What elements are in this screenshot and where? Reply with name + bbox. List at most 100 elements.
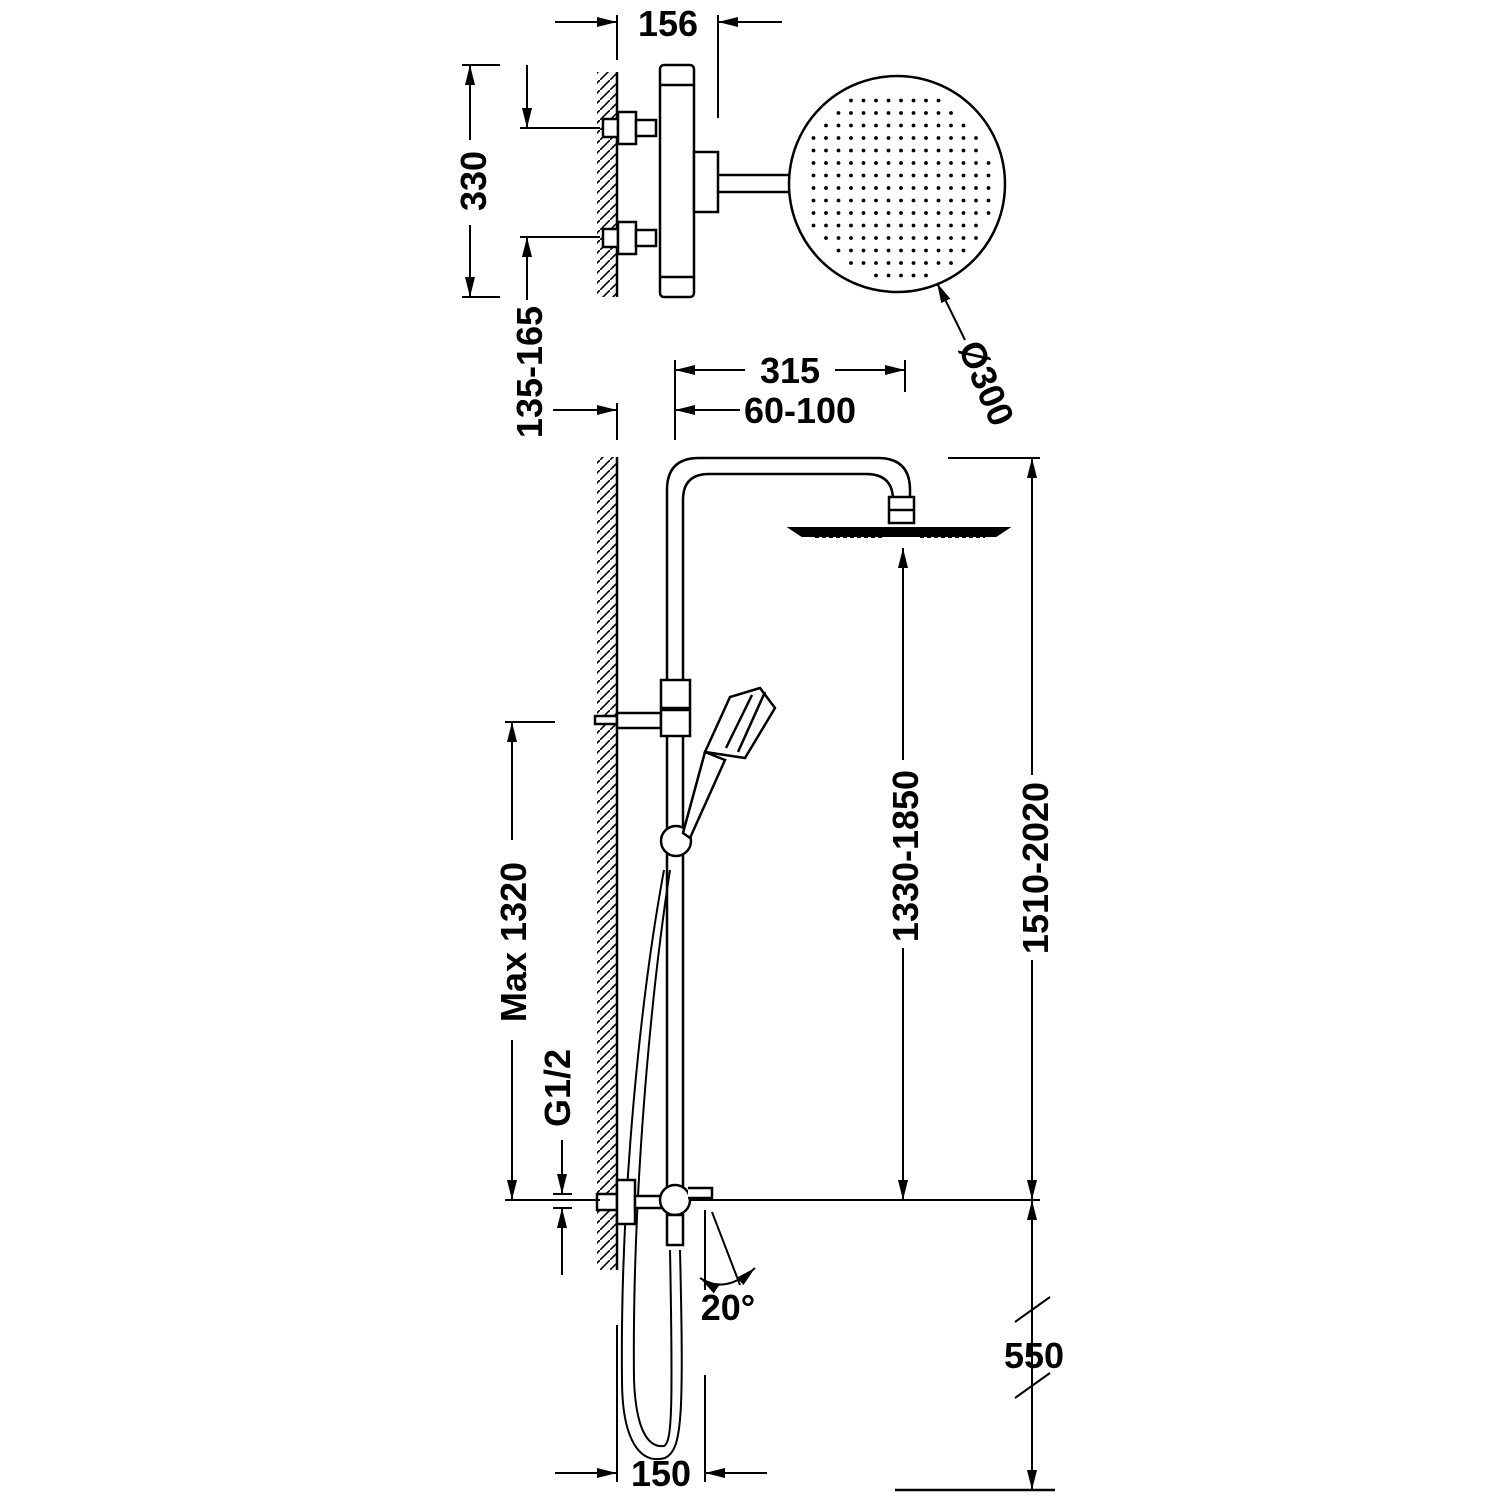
nozzle-dot	[824, 198, 828, 203]
top-shower-nozzles	[811, 98, 991, 278]
nozzle-dot	[874, 173, 878, 178]
nozzle-dot	[861, 173, 866, 178]
column-pipe	[665, 456, 912, 1190]
nozzle-dot	[911, 273, 916, 278]
nozzle-dot	[861, 98, 866, 103]
nozzle-dot	[811, 186, 816, 190]
top-wall	[597, 72, 619, 297]
nozzle-dot	[849, 123, 853, 128]
nozzle-dot	[899, 261, 903, 265]
nozzle-dot	[961, 123, 966, 128]
nozzle-dot	[949, 186, 953, 190]
nozzle-dot	[974, 148, 978, 153]
nozzle-dot	[949, 223, 953, 228]
dim-head-diameter-label: Ø300	[950, 335, 1022, 432]
nozzle-dot	[824, 136, 828, 140]
nozzle-dot	[824, 148, 828, 153]
nozzle-dot	[886, 186, 891, 190]
nozzle-dot	[936, 198, 941, 203]
nozzle-dot	[924, 161, 928, 165]
nozzle-dot	[949, 211, 953, 215]
nozzle-dot	[836, 111, 841, 115]
nozzle-dot	[899, 123, 903, 128]
nozzle-dot	[811, 161, 816, 165]
nozzle-dot	[861, 123, 866, 128]
nozzle-dot	[974, 161, 978, 165]
nozzle-dot	[849, 173, 853, 178]
nozzle-dot	[911, 148, 916, 153]
nozzle-dot	[911, 236, 916, 240]
nozzle-dot	[849, 248, 853, 253]
nozzle-dot	[911, 98, 916, 103]
nozzle-dot	[886, 273, 891, 278]
nozzle-dot	[924, 123, 928, 128]
nozzle-dot	[986, 186, 991, 190]
nozzle-dot	[836, 211, 841, 215]
nozzle-dot	[936, 161, 941, 165]
nozzle-dot	[886, 236, 891, 240]
dim-bottom-width-label: 150	[631, 1453, 691, 1494]
nozzle-dot	[886, 223, 891, 228]
nozzle-dot	[899, 273, 903, 278]
nozzle-dot	[836, 123, 841, 128]
nozzle-dot	[824, 186, 828, 190]
nozzle-dot	[986, 173, 991, 178]
nozzle-dot	[974, 198, 978, 203]
nozzle-dot	[949, 148, 953, 153]
nozzle-dot	[986, 211, 991, 215]
nozzle-dot	[824, 123, 828, 128]
nozzle-dot	[849, 198, 853, 203]
nozzle-dot	[924, 261, 928, 265]
side-shower-head	[786, 527, 1012, 538]
nozzle-dot	[911, 123, 916, 128]
nozzle-dot	[936, 123, 941, 128]
nozzle-dot	[974, 211, 978, 215]
dim-head-diameter-leader	[936, 282, 966, 341]
nozzle-dot	[924, 211, 928, 215]
nozzle-dot	[949, 261, 953, 265]
nozzle-dot	[811, 211, 816, 215]
dim-total-height-label: 1510-2020	[1015, 782, 1056, 954]
nozzle-dot	[974, 236, 978, 240]
nozzle-dot	[861, 261, 866, 265]
nozzle-dot	[949, 136, 953, 140]
nozzle-dot	[836, 161, 841, 165]
nozzle-dot	[861, 186, 866, 190]
nozzle-dot	[824, 223, 828, 228]
nozzle-dot	[836, 223, 841, 228]
nozzle-dot	[811, 136, 816, 140]
nozzle-dot	[886, 211, 891, 215]
nozzle-dot	[874, 198, 878, 203]
dim-top-height	[462, 64, 500, 298]
nozzle-dot	[961, 136, 966, 140]
nozzle-dot	[961, 248, 966, 253]
top-shower-head	[787, 74, 1007, 294]
nozzle-dot	[974, 173, 978, 178]
dim-lower-height	[895, 1200, 1055, 1492]
nozzle-dot	[936, 148, 941, 153]
nozzle-dot	[861, 148, 866, 153]
nozzle-dot	[836, 248, 841, 253]
dim-top-width-label: 156	[638, 3, 698, 44]
nozzle-dot	[924, 111, 928, 115]
nozzle-dot	[974, 186, 978, 190]
nozzle-dot	[811, 223, 816, 228]
nozzle-dot	[911, 111, 916, 115]
nozzle-dot	[886, 111, 891, 115]
dim-top-height-label: 330	[453, 151, 494, 211]
nozzle-dot	[849, 148, 853, 153]
dim-thread	[553, 1140, 572, 1275]
bottom-outlet	[595, 1178, 714, 1247]
nozzle-dot	[824, 161, 828, 165]
nozzle-dot	[949, 198, 953, 203]
nozzle-dot	[861, 111, 866, 115]
dim-max-height-label: Max 1320	[493, 862, 534, 1022]
nozzle-dot	[874, 273, 878, 278]
nozzle-dot	[961, 223, 966, 228]
nozzle-dot	[849, 136, 853, 140]
top-view	[597, 63, 1007, 299]
nozzle-dot	[824, 236, 828, 240]
nozzle-dot	[949, 248, 953, 253]
dim-arm-length	[674, 360, 906, 440]
